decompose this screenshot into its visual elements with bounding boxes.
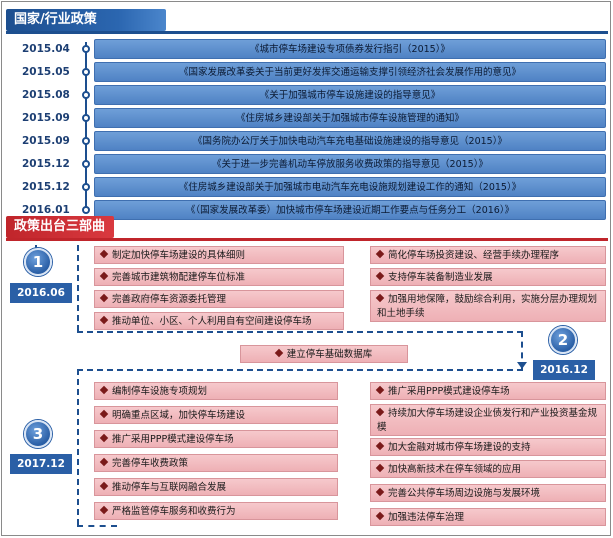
timeline-row: 2016.01 《（国家发展改革委）加快城市停车场建设近期工作要点与任务分工（20… bbox=[2, 200, 610, 220]
bullet-diamond-icon bbox=[375, 271, 385, 281]
timeline-dot-icon bbox=[82, 137, 90, 145]
bullet-diamond-icon bbox=[375, 441, 385, 451]
bullet-diamond-icon bbox=[99, 249, 109, 259]
bullet-diamond-icon bbox=[375, 407, 385, 417]
section-divider-blue bbox=[6, 31, 608, 34]
step-1-date: 2016.06 bbox=[10, 283, 72, 303]
timeline-policy-bar: 《关于加强城市停车设施建设的指导意见》 bbox=[94, 85, 606, 105]
timeline-row: 2015.04 《城市停车场建设专项债券发行指引（2015）》 bbox=[2, 39, 610, 59]
bullet-diamond-icon bbox=[99, 271, 109, 281]
timeline-dot-icon bbox=[82, 114, 90, 122]
bullet-diamond-icon bbox=[375, 385, 385, 395]
flow-arrow bbox=[517, 362, 527, 369]
bullet-diamond-icon bbox=[375, 487, 385, 497]
timeline-row: 2015.08 《关于加强城市停车设施建设的指导意见》 bbox=[2, 85, 610, 105]
step-2-circle: 2 bbox=[549, 326, 577, 354]
policy-item: 编制停车设施专项规划 bbox=[94, 382, 338, 400]
policy-item: 持续加大停车场建设企业债发行和产业投资基金规模 bbox=[370, 404, 606, 436]
policy-item: 加强用地保障，鼓励综合利用，实施分层办理规划和土地手续 bbox=[370, 290, 606, 322]
timeline-date: 2015.09 bbox=[22, 112, 70, 124]
bullet-diamond-icon bbox=[99, 293, 109, 303]
flow-line bbox=[77, 331, 523, 333]
timeline-row: 2015.09 《住房城乡建设部关于加强城市停车设施管理的通知》 bbox=[2, 108, 610, 128]
timeline-row: 2015.09 《国务院办公厅关于加快电动汽车充电基础设施建设的指导意见（2015… bbox=[2, 131, 610, 151]
timeline-row: 2015.12 《关于进一步完善机动车停放服务收费政策的指导意见（2015）》 bbox=[2, 154, 610, 174]
timeline-policy-bar: 《住房城乡建设部关于加强城市电动汽车充电设施规划建设工作的通知（2015）》 bbox=[94, 177, 606, 197]
bullet-diamond-icon bbox=[375, 293, 385, 303]
timeline-date: 2015.05 bbox=[22, 66, 70, 78]
policy-item: 推广采用PPP模式建设停车场 bbox=[370, 382, 606, 400]
flow-line bbox=[77, 369, 523, 371]
policy-item: 完善城市建筑物配建停车位标准 bbox=[94, 268, 344, 286]
bullet-diamond-icon bbox=[99, 315, 109, 325]
bullet-diamond-icon bbox=[375, 511, 385, 521]
timeline-policy-bar: 《住房城乡建设部关于加强城市停车设施管理的通知》 bbox=[94, 108, 606, 128]
timeline-dot-icon bbox=[82, 160, 90, 168]
bullet-diamond-icon bbox=[99, 505, 109, 515]
timeline-row: 2015.12 《住房城乡建设部关于加强城市电动汽车充电设施规划建设工作的通知（2… bbox=[2, 177, 610, 197]
bullet-diamond-icon bbox=[99, 409, 109, 419]
timeline-date: 2015.12 bbox=[22, 181, 70, 193]
flow-line bbox=[77, 525, 117, 527]
bullet-diamond-icon bbox=[99, 481, 109, 491]
policy-item: 完善停车收费政策 bbox=[94, 454, 338, 472]
step-2-date: 2016.12 bbox=[533, 360, 595, 380]
policy-item: 简化停车场投资建设、经营手续办理程序 bbox=[370, 246, 606, 264]
policy-item: 推动停车与互联网融合发展 bbox=[94, 478, 338, 496]
timeline-dot-icon bbox=[82, 206, 90, 214]
timeline-dot-icon bbox=[82, 68, 90, 76]
flow-line bbox=[521, 331, 523, 369]
step-2-item: 建立停车基础数据库 bbox=[240, 345, 408, 363]
policy-item: 推动单位、小区、个人利用自有空间建设停车场 bbox=[94, 312, 344, 330]
policy-item: 明确重点区域，加快停车场建设 bbox=[94, 406, 338, 424]
timeline-policy-bar: 《（国家发展改革委）加快城市停车场建设近期工作要点与任务分工（2016）》 bbox=[94, 200, 606, 220]
step-3-date: 2017.12 bbox=[10, 454, 72, 474]
timeline-dot-icon bbox=[82, 91, 90, 99]
flow-line bbox=[77, 245, 79, 331]
bullet-diamond-icon bbox=[375, 249, 385, 259]
policy-item: 制定加快停车场建设的具体细则 bbox=[94, 246, 344, 264]
policy-item: 完善公共停车场周边设施与发展环境 bbox=[370, 484, 606, 502]
bullet-diamond-icon bbox=[274, 348, 283, 358]
section-national-policy-title: 国家/行业政策 bbox=[6, 9, 166, 31]
flow-line bbox=[77, 369, 79, 525]
step-1-circle: 1 bbox=[24, 248, 52, 276]
section-three-steps-title: 政策出台三部曲 bbox=[6, 216, 114, 238]
timeline-date: 2015.08 bbox=[22, 89, 70, 101]
timeline-policy-bar: 《国家发展改革委关于当前更好发挥交通运输支撑引领经济社会发展作用的意见》 bbox=[94, 62, 606, 82]
timeline-date: 2015.04 bbox=[22, 43, 70, 55]
timeline-policy-bar: 《城市停车场建设专项债券发行指引（2015）》 bbox=[94, 39, 606, 59]
timeline-axis bbox=[85, 42, 87, 210]
bullet-diamond-icon bbox=[99, 385, 109, 395]
policy-item: 推广采用PPP模式建设停车场 bbox=[94, 430, 338, 448]
timeline-row: 2015.05 《国家发展改革委关于当前更好发挥交通运输支撑引领经济社会发展作用的… bbox=[2, 62, 610, 82]
timeline-dot-icon bbox=[82, 183, 90, 191]
step-3-circle: 3 bbox=[24, 420, 52, 448]
bullet-diamond-icon bbox=[375, 463, 385, 473]
policy-item: 加大金融对城市停车场建设的支持 bbox=[370, 438, 606, 456]
policy-item: 完善政府停车资源委托管理 bbox=[94, 290, 344, 308]
policy-item: 加强违法停车治理 bbox=[370, 508, 606, 526]
bullet-diamond-icon bbox=[99, 433, 109, 443]
policy-item: 支持停车装备制造业发展 bbox=[370, 268, 606, 286]
timeline-policy-bar: 《国务院办公厅关于加快电动汽车充电基础设施建设的指导意见（2015）》 bbox=[94, 131, 606, 151]
timeline-date: 2015.09 bbox=[22, 135, 70, 147]
bullet-diamond-icon bbox=[99, 457, 109, 467]
timeline-policy-bar: 《关于进一步完善机动车停放服务收费政策的指导意见（2015）》 bbox=[94, 154, 606, 174]
timeline-dot-icon bbox=[82, 45, 90, 53]
timeline-date: 2016.01 bbox=[22, 204, 70, 216]
timeline-date: 2015.12 bbox=[22, 158, 70, 170]
policy-item: 严格监管停车服务和收费行为 bbox=[94, 502, 338, 520]
policy-item: 加快高新技术在停车领域的应用 bbox=[370, 460, 606, 478]
section-divider-red bbox=[6, 238, 608, 241]
